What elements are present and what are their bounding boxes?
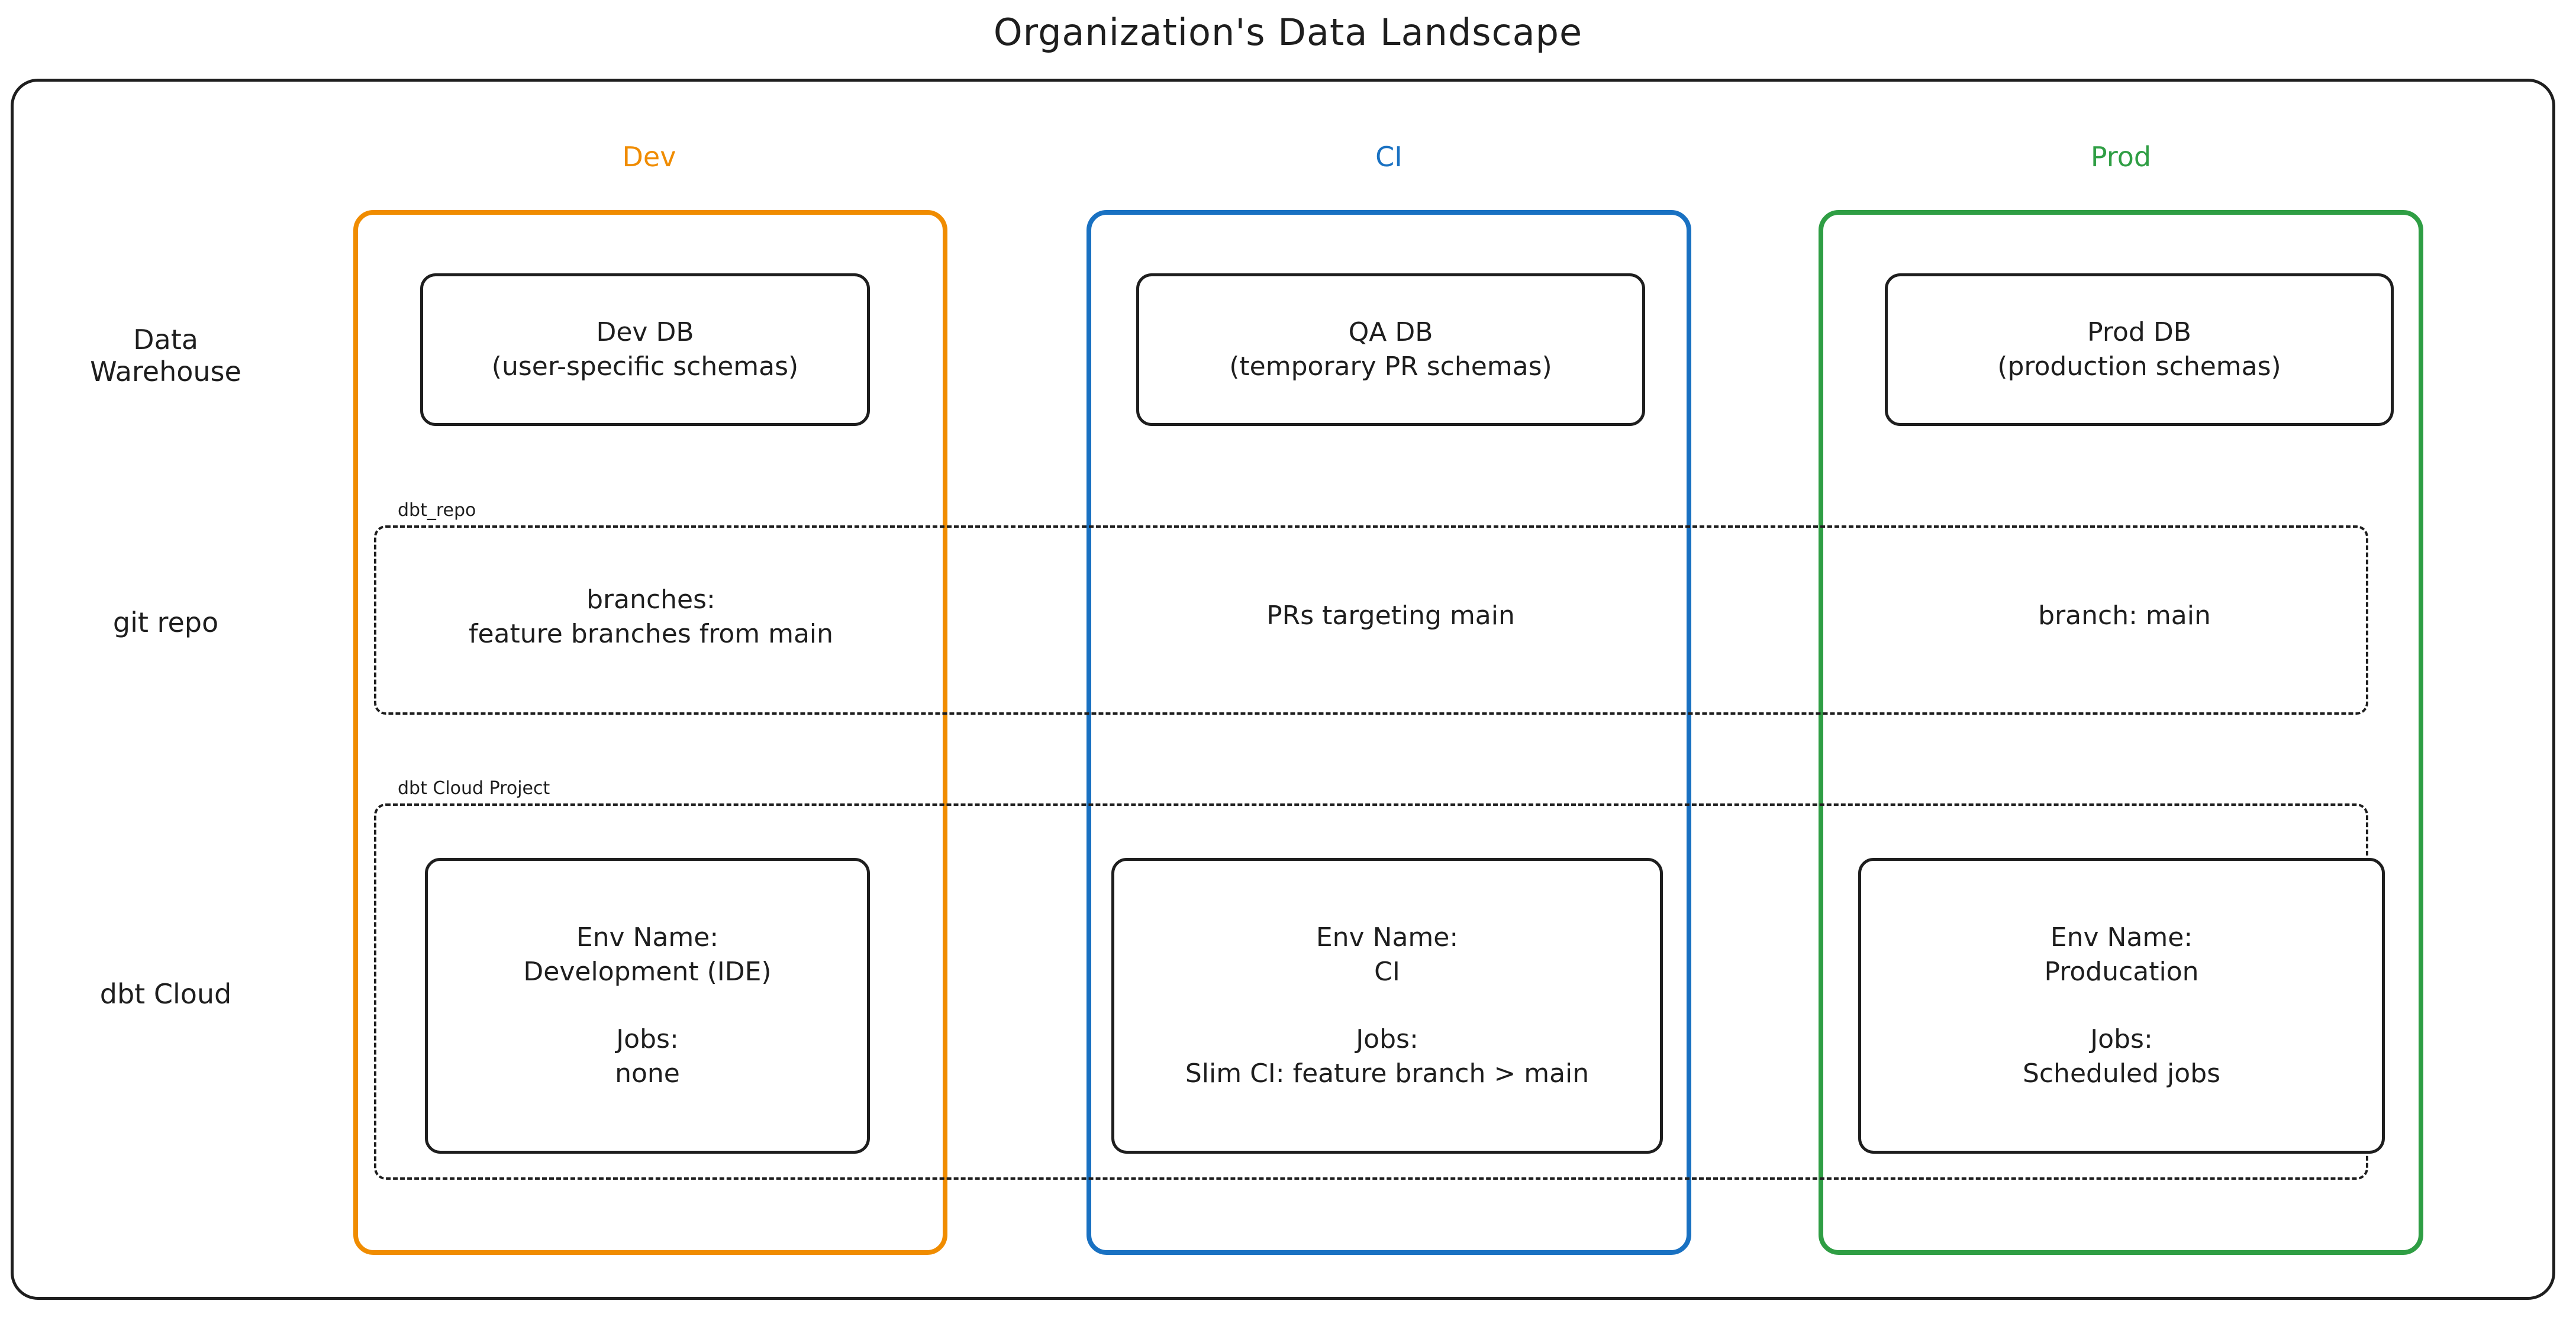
node-dbt-env-dev-jobs-value: none (615, 1058, 680, 1089)
environment-column-ci (1087, 210, 1691, 1255)
git-repo-prod-text: branch: main (2038, 601, 2211, 631)
node-qa-db: QA DB (temporary PR schemas) (1136, 273, 1645, 426)
column-header-ci: CI (1375, 141, 1403, 173)
group-label-dbt-repo: dbt_repo (392, 500, 482, 521)
node-dbt-env-dev-name-label: Env Name: (576, 922, 719, 953)
node-dev-db: Dev DB (user-specific schemas) (420, 273, 870, 426)
node-dbt-env-ci-name-value: CI (1374, 956, 1400, 987)
environment-column-dev (353, 210, 947, 1255)
git-repo-dev-line2: feature branches from main (468, 619, 834, 650)
node-dbt-env-ci-jobs-label: Jobs: (1356, 1024, 1418, 1054)
node-dbt-env-dev-jobs-label: Jobs: (616, 1024, 679, 1054)
row-label-data-warehouse: Data Warehouse (36, 324, 296, 388)
node-dbt-env-ci: Env Name: CI Jobs: Slim CI: feature bran… (1111, 858, 1663, 1154)
node-qa-db-line1: QA DB (1348, 317, 1433, 347)
page-title: Organization's Data Landscape (993, 11, 1583, 54)
row-label-line2: Warehouse (90, 356, 241, 388)
row-label-dbt-cloud: dbt Cloud (99, 978, 232, 1010)
node-dbt-env-prod-jobs-label: Jobs: (2090, 1024, 2153, 1054)
node-dbt-env-prod-name-value: Producation (2044, 956, 2199, 987)
outer-frame (11, 79, 2555, 1300)
node-prod-db: Prod DB (production schemas) (1885, 273, 2394, 426)
column-header-prod: Prod (2090, 141, 2152, 173)
node-dev-db-line2: (user-specific schemas) (491, 351, 799, 382)
node-dbt-env-ci-name-label: Env Name: (1316, 922, 1459, 953)
node-dbt-env-prod-name-label: Env Name: (2050, 922, 2193, 953)
group-dbt-repo (374, 525, 2368, 715)
node-prod-db-line2: (production schemas) (1997, 351, 2281, 382)
group-label-dbt-cloud-project: dbt Cloud Project (392, 778, 556, 799)
node-dbt-env-dev: Env Name: Development (IDE) Jobs: none (425, 858, 870, 1154)
node-dbt-env-prod: Env Name: Producation Jobs: Scheduled jo… (1858, 858, 2385, 1154)
node-dbt-env-dev-name-value: Development (IDE) (523, 956, 772, 987)
git-repo-dev-text: branches: feature branches from main (391, 583, 911, 651)
node-qa-db-line2: (temporary PR schemas) (1229, 351, 1552, 382)
node-prod-db-line1: Prod DB (2087, 317, 2191, 347)
node-dev-db-line1: Dev DB (596, 317, 694, 347)
row-label-git-repo: git repo (112, 606, 219, 638)
node-dbt-env-ci-jobs-value: Slim CI: feature branch > main (1185, 1058, 1590, 1089)
column-header-dev: Dev (622, 141, 676, 173)
row-label-line1: Data (133, 324, 198, 356)
git-repo-dev-line1: branches: (586, 585, 715, 615)
node-dbt-env-prod-jobs-value: Scheduled jobs (2022, 1058, 2221, 1089)
environment-column-prod (1819, 210, 2423, 1255)
git-repo-ci-text: PRs targeting main (1266, 601, 1515, 631)
